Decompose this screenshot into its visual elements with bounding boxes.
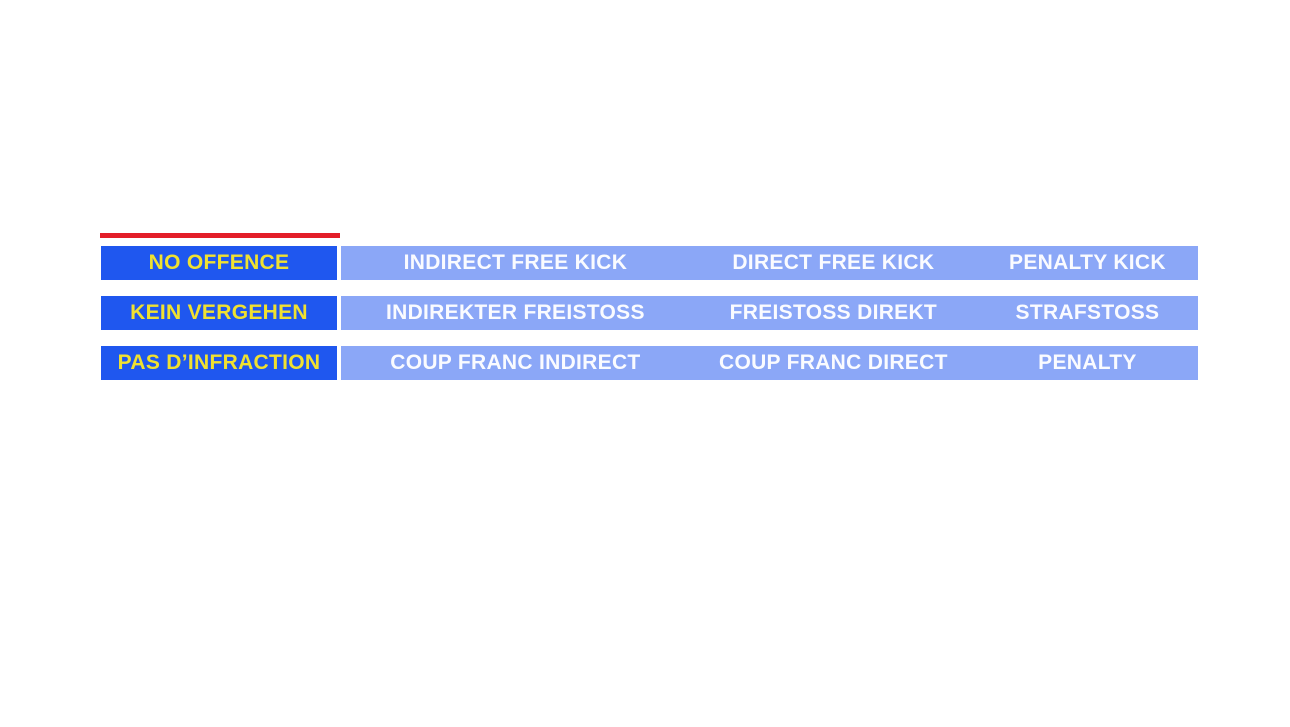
term-coup-franc-indirect: COUP FRANC INDIRECT <box>390 351 641 374</box>
cell-divider <box>337 246 341 280</box>
term-direct-free-kick: DIRECT FREE KICK <box>732 251 935 274</box>
term-bar-french: COUP FRANC INDIRECT COUP FRANC DIRECT PE… <box>341 346 1198 380</box>
term-row-french: PAS D’INFRACTION COUP FRANC INDIRECT COU… <box>101 346 1198 380</box>
term-freistoss-direkt: FREISTOSS DIREKT <box>729 301 938 324</box>
cell-divider <box>337 346 341 380</box>
term-penalty-kick: PENALTY KICK <box>1009 251 1166 274</box>
red-accent-line <box>100 233 340 238</box>
term-bar-german: INDIREKTER FREISTOSS FREISTOSS DIREKT ST… <box>341 296 1198 330</box>
term-penalty: PENALTY <box>1038 351 1137 374</box>
term-strafstoss: STRAFSTOSS <box>1015 301 1160 324</box>
term-coup-franc-direct: COUP FRANC DIRECT <box>718 351 948 374</box>
term-indirekter-freistoss: INDIREKTER FREISTOSS <box>385 301 645 324</box>
term-bar-english: INDIRECT FREE KICK DIRECT FREE KICK PENA… <box>341 246 1198 280</box>
term-row-english: NO OFFENCE INDIRECT FREE KICK DIRECT FRE… <box>101 246 1198 280</box>
row-label-german: KEIN VERGEHEN <box>101 296 337 330</box>
row-label-french: PAS D’INFRACTION <box>101 346 337 380</box>
term-row-german: KEIN VERGEHEN INDIREKTER FREISTOSS FREIS… <box>101 296 1198 330</box>
row-label-english: NO OFFENCE <box>101 246 337 280</box>
cell-divider <box>337 296 341 330</box>
term-indirect-free-kick: INDIRECT FREE KICK <box>403 251 628 274</box>
